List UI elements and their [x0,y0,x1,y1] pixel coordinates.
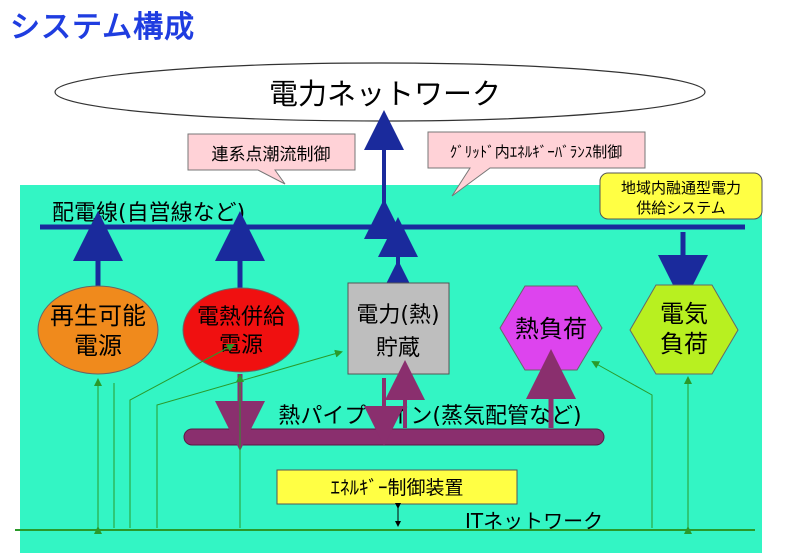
chp-label-1: 電熱併給 [197,305,285,330]
it-network-label: ITネットワーク [465,509,603,533]
callout-flow-control-label: 連系点潮流制御 [212,145,331,165]
electric-load: 電気 負荷 [629,284,739,375]
chp-source: 電熱併給 電源 [182,287,300,373]
renewable-label-2: 電源 [74,332,122,360]
heat-pipeline: 熱パイプライン(蒸気配管など) [183,404,605,446]
callout-regional-line1: 地域内融通型電力 [621,179,741,197]
energy-controller-label: ｴﾈﾙｷﾞｰ制御装置 [330,477,463,499]
heat-load-label: 熱負荷 [515,315,587,343]
callout-balance-control: ｸﾞﾘｯﾄﾞ内ｴﾈﾙｷﾞｰﾊﾞﾗﾝｽ制御 [427,131,646,197]
power-network-label: 電力ネットワーク [269,77,501,111]
page-title: システム構成 [10,10,196,45]
it-control-links [94,344,692,534]
renewable-label-1: 再生可能 [50,302,146,330]
callout-regional-line2: 供給システム [636,199,726,217]
storage-label-2: 貯蔵 [376,336,420,361]
heat-pipeline-label: 熱パイプライン(蒸気配管など) [278,404,581,429]
chp-label-2: 電源 [219,333,263,358]
callout-flow-control: 連系点潮流制御 [187,133,356,185]
energy-controller: ｴﾈﾙｷﾞｰ制御装置 [276,469,518,505]
callout-balance-control-label: ｸﾞﾘｯﾄﾞ内ｴﾈﾙｷﾞｰﾊﾞﾗﾝｽ制御 [450,143,623,161]
heat-load: 熱負荷 [499,285,603,371]
power-network: 電力ネットワーク [54,62,706,122]
distribution-line-label: 配電線(自営線など) [52,201,245,226]
renewable-source: 再生可能 電源 [37,285,159,375]
storage-unit: 電力(熱) 貯蔵 [347,282,450,375]
elec-load-label-1: 電気 [660,300,708,328]
storage-label-1: 電力(熱) [356,303,439,328]
callout-regional-system: 地域内融通型電力 供給システム [599,172,763,220]
elec-load-label-2: 負荷 [660,330,708,358]
